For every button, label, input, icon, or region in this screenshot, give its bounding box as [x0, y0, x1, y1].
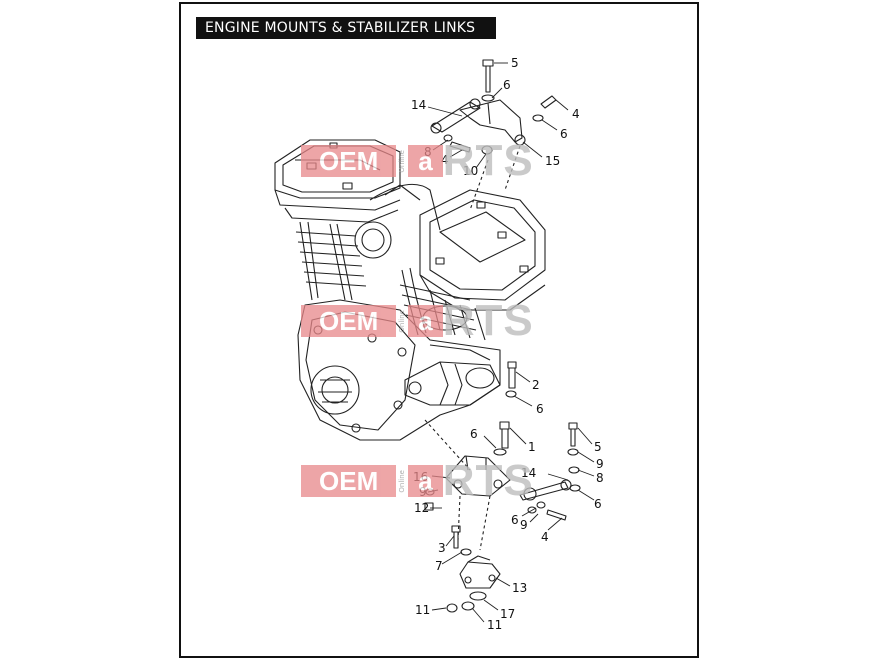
bolt-2-assembly [505, 361, 517, 398]
callout-label: 4 [572, 107, 580, 121]
watermark-brand: OEM [301, 305, 397, 337]
watermark-rest: RTS [442, 456, 534, 505]
callout-label: 6 [560, 127, 568, 141]
watermark: OEM Online a RTS [301, 136, 534, 185]
callout-label: 12 [414, 501, 429, 515]
watermark-sub: Online [398, 149, 407, 173]
callout-label: 4 [541, 530, 549, 544]
rear-cylinder [295, 183, 441, 301]
callout-label: 11 [487, 618, 502, 632]
watermark-brand: OEM [301, 465, 397, 497]
callout-label: 6 [470, 427, 478, 441]
callout-label: 8 [596, 471, 604, 485]
starter-motor [404, 361, 501, 406]
watermark-brand: OEM [301, 145, 397, 177]
callout-label: 6 [511, 513, 519, 527]
isolator-mount [446, 525, 501, 613]
callout-label: 3 [438, 541, 446, 555]
callout-label: 9 [596, 457, 604, 471]
watermark-mid: a [408, 465, 443, 497]
watermark-rest: RTS [442, 296, 534, 345]
watermark-sub: Online [398, 469, 407, 493]
callout-label: 17 [500, 607, 515, 621]
callout-label: 4 [441, 153, 449, 167]
watermark: OEM Online a RTS [301, 456, 534, 505]
watermark-rest: RTS [442, 136, 534, 185]
callout-label: 7 [435, 559, 443, 573]
callout-label: 2 [532, 378, 540, 392]
watermark: OEM Online a RTS [301, 296, 534, 345]
callout-label: 15 [545, 154, 560, 168]
callout-label: 14 [521, 466, 536, 480]
callout-labels: 5 6 14 4 6 8 4 10 15 2 6 6 1 5 9 14 8 16… [411, 56, 604, 632]
callout-label: 9 [520, 518, 528, 532]
callout-label: 6 [536, 402, 544, 416]
callout-label: 10 [463, 164, 478, 178]
front-rocker-cover [419, 189, 546, 311]
callout-label: 5 [511, 56, 519, 70]
watermark-sub: Online [398, 309, 407, 333]
callout-label: 6 [594, 497, 602, 511]
callout-label: 1 [528, 440, 536, 454]
watermark-mid: a [408, 145, 443, 177]
callout-label: 13 [512, 581, 527, 595]
callout-label: 14 [411, 98, 426, 112]
top-stabilizer-assembly [430, 59, 557, 211]
callout-label: 11 [415, 603, 430, 617]
watermark-mid: a [408, 305, 443, 337]
page-title: ENGINE MOUNTS & STABILIZER LINKS [196, 17, 496, 39]
callout-label: 5 [594, 440, 602, 454]
callout-label: 6 [503, 78, 511, 92]
